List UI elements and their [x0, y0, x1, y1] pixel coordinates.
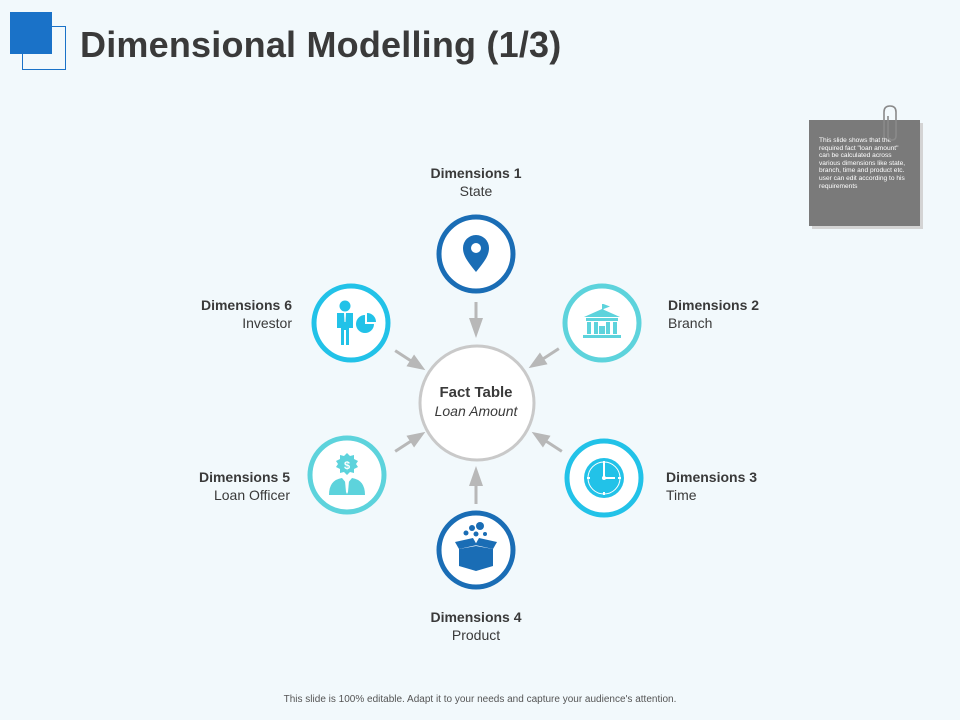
sticky-note-text: This slide shows that the required fact …	[819, 137, 906, 190]
dimension-6-subtitle: Investor	[242, 315, 292, 331]
fact-table-label: Fact Table Loan Amount	[424, 384, 528, 419]
page-title: Dimensional Modelling (1/3)	[80, 24, 562, 65]
arrow-from-dimension-3	[531, 431, 563, 453]
dimension-5-label: Dimensions 5 Loan Officer	[150, 468, 290, 504]
dimension-3-subtitle: Time	[666, 487, 697, 503]
fact-table-subtitle: Loan Amount	[434, 403, 518, 419]
dimension-2-title: Dimensions 2	[668, 297, 760, 313]
dimension-4-subtitle: Product	[451, 627, 501, 643]
dimension-6-title: Dimensions 6	[200, 297, 292, 313]
dimension-3-circle	[564, 438, 644, 518]
dimension-1-circle	[436, 214, 516, 294]
dimension-5-subtitle: Loan Officer	[213, 487, 290, 503]
loan-officer-icon: $	[329, 453, 365, 495]
fact-table-circle	[418, 344, 536, 462]
dimension-4-title: Dimensions 4	[430, 609, 522, 625]
dimension-2-label: Dimensions 2 Branch	[668, 296, 808, 332]
arrows	[394, 302, 563, 504]
arrow-from-dimension-1	[469, 302, 483, 338]
dimension-3-title: Dimensions 3	[666, 469, 758, 485]
bank-building-icon	[583, 304, 621, 338]
footer-text: This slide is 100% editable. Adapt it to…	[283, 694, 677, 705]
investor-icon	[337, 300, 376, 345]
sticky-note: This slide shows that the required fact …	[809, 120, 920, 226]
dimension-3-label: Dimensions 3 Time	[666, 468, 806, 504]
dimension-1-subtitle: State	[459, 183, 493, 199]
svg-text:$: $	[344, 460, 350, 472]
dimension-1-label: Dimensions 1 State	[396, 164, 556, 200]
clock-icon	[584, 458, 624, 498]
arrow-from-dimension-6	[394, 349, 426, 371]
dimension-2-circle	[562, 283, 642, 363]
logo-filled-square	[10, 12, 52, 54]
arrow-from-dimension-4	[469, 466, 483, 504]
fact-table-title: Fact Table	[439, 384, 513, 401]
dimension-5-title: Dimensions 5	[198, 469, 290, 485]
box-icon	[455, 522, 497, 571]
dimension-4-circle	[436, 510, 516, 590]
dimension-4-label: Dimensions 4 Product	[396, 608, 556, 644]
dimension-2-subtitle: Branch	[668, 315, 713, 331]
dimension-5-circle: $	[307, 435, 387, 515]
arrow-from-dimension-2	[528, 347, 560, 369]
dimension-1-title: Dimensions 1	[430, 165, 522, 181]
dimension-6-label: Dimensions 6 Investor	[152, 296, 292, 332]
dimension-6-circle	[311, 283, 391, 363]
paperclip-icon	[883, 105, 897, 141]
arrow-from-dimension-5	[394, 431, 426, 453]
location-pin-icon	[463, 235, 489, 272]
